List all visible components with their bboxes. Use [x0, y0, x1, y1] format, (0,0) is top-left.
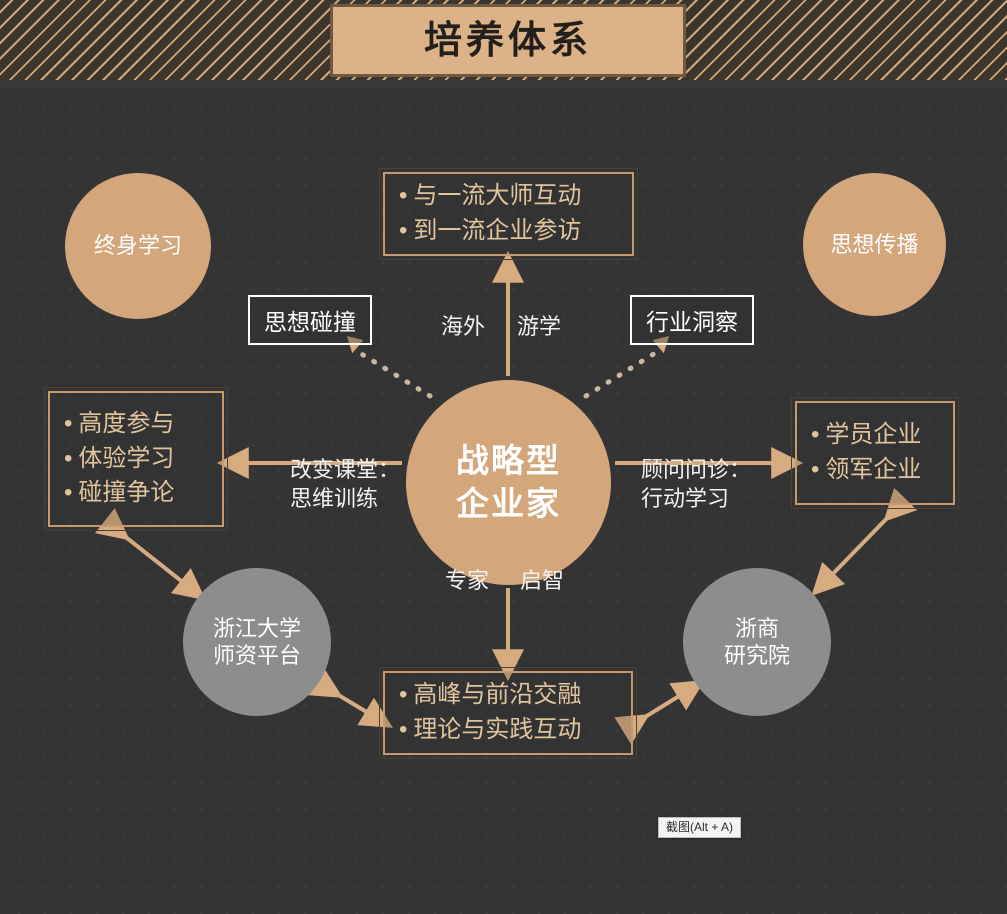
box-bottom-item-2: 理论与实践互动 [399, 713, 617, 748]
circle-zs-institute-line1: 浙商 [734, 615, 779, 641]
box-right-item-2: 领军企业 [811, 453, 939, 488]
circle-zju-faculty[interactable]: 浙江大学 师资平台 [183, 568, 331, 716]
caption-enlighten: 启智 [520, 568, 565, 593]
box-right-enterprises: 学员企业 领军企业 [791, 397, 959, 509]
box-left-participation: 高度参与 体验学习 碰撞争论 [44, 387, 228, 531]
screenshot-tooltip[interactable]: 截图(Alt + A) [658, 817, 742, 839]
box-left-item-1: 高度参与 [64, 407, 208, 442]
caption-right-line2: 行动学习 [641, 485, 730, 511]
box-bottom-theory-practice: 高峰与前沿交融 理论与实践互动 [379, 667, 637, 759]
circle-lifelong-learning-label: 终身学习 [93, 233, 182, 259]
arrow-rightbox-zs [811, 487, 918, 596]
circle-thought-spread[interactable]: 思想传播 [803, 173, 946, 316]
caption-left-group: 改变课堂： 思维训练 [290, 456, 400, 513]
screenshot-tooltip-text: 截图(Alt + A) [666, 820, 734, 834]
caption-right-line1: 顾问问诊： [641, 457, 752, 482]
label-thought-clash: 思想碰撞 [248, 295, 372, 345]
page-title: 培养体系 [423, 19, 592, 62]
circle-zju-faculty-line1: 浙江大学 [212, 615, 301, 641]
circle-center-strategic-entrepreneur[interactable]: 战略型 企业家 [406, 380, 611, 585]
box-top-item-1: 与一流大师互动 [399, 179, 618, 214]
title-banner: 培养体系 [330, 4, 686, 77]
center-line2: 企业家 [456, 484, 561, 522]
box-bottom-item-1: 高峰与前沿交融 [399, 678, 617, 713]
arrow-dotted-upper-left [352, 347, 433, 399]
caption-left-line2: 思维训练 [290, 485, 379, 511]
caption-study-tour: 游学 [517, 314, 562, 339]
circle-zju-faculty-line2: 师资平台 [212, 643, 301, 668]
diagram-canvas: 终身学习 思想传播 浙江大学 师资平台 浙商 研究院 战略型 企业家 与一流大师… [0, 88, 1007, 914]
arrow-zju-bottombox [307, 667, 394, 728]
circle-zs-institute-line2: 研究院 [723, 643, 790, 668]
arrow-bottombox-zs [614, 680, 705, 745]
circle-zs-institute[interactable]: 浙商 研究院 [683, 568, 831, 716]
caption-expert: 专家 [445, 568, 490, 593]
box-top-item-2: 到一流企业参访 [399, 214, 618, 249]
box-left-item-2: 体验学习 [64, 442, 208, 477]
arrow-leftbox-zju [94, 508, 206, 601]
box-top-masters: 与一流大师互动 到一流企业参访 [379, 168, 638, 260]
box-right-item-1: 学员企业 [811, 418, 939, 453]
arrow-dotted-upper-right [583, 347, 663, 399]
label-industry-insight-text: 行业洞察 [646, 309, 738, 335]
circle-thought-spread-label: 思想传播 [830, 231, 919, 257]
caption-overseas: 海外 [441, 314, 486, 339]
caption-left-line1: 改变课堂： [290, 457, 401, 482]
caption-right-group: 顾问问诊： 行动学习 [641, 456, 751, 513]
circle-lifelong-learning[interactable]: 终身学习 [65, 173, 211, 319]
label-thought-clash-text: 思想碰撞 [264, 309, 356, 335]
label-industry-insight: 行业洞察 [630, 295, 754, 345]
header-underline [0, 80, 1007, 88]
center-line1: 战略型 [456, 441, 561, 479]
box-left-item-3: 碰撞争论 [64, 476, 208, 511]
